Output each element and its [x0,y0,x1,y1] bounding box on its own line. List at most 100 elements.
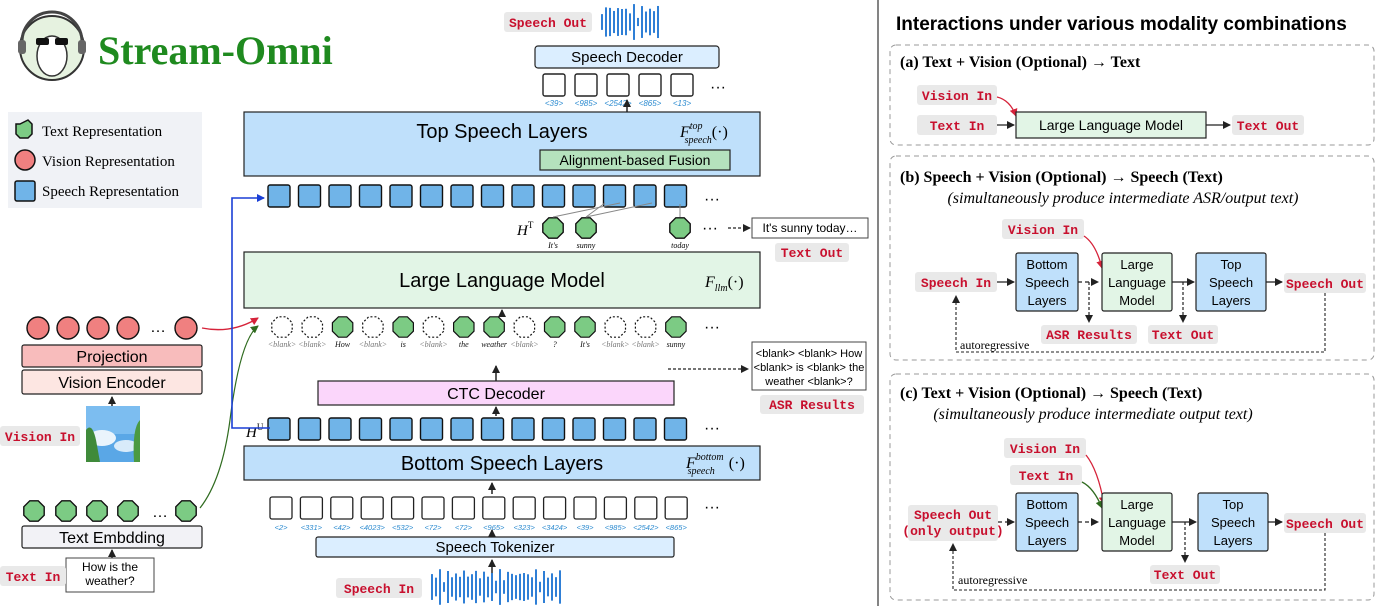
speech-square [511,417,535,441]
text-embedding-label: Text Embdding [59,530,165,547]
decoder-token-box [542,73,566,97]
waveform-input-icon [431,569,561,605]
pa-llm-label: Large Language Model [1039,117,1183,133]
speech-token-label: <532> [392,523,414,532]
vision-circle [86,316,110,340]
projection-label: Projection [76,349,147,366]
speech-tokenizer-label: Speech Tokenizer [436,539,555,556]
text-out-tag-bg [775,243,849,262]
speech-square [602,184,627,208]
speech-square [389,417,413,441]
vision-circle [174,316,198,340]
ht-word-label: sunny [577,241,596,250]
skip-connection-arrow [231,194,270,429]
legend-speech: Speech Representation [14,180,180,202]
decoder-token-label: <2542> [604,99,631,108]
pc-text-tag-bg [1010,465,1082,485]
legend-label-speech: Speech Representation [42,184,180,200]
panel-a-heading: (a) Text + Vision (Optional) → Text [900,54,1141,71]
top-speech-layers-label: Top Speech Layers [416,121,587,143]
upper-row-ellipsis: ··· [704,191,720,208]
speech-square [297,184,322,208]
speech-token-row: <2><331><42><4023><532><72><72><965><323… [269,496,688,532]
hu-label: HU [245,422,264,441]
asr-tag-bg [760,395,864,414]
speech-tokenizer-box [315,536,675,558]
alignment-fusion-box [539,149,731,171]
llm-formula: Fllm(·) [704,274,744,294]
pb-speechout-tag-bg [1284,273,1366,293]
text-octagon [453,316,475,338]
pb-vision-tag-bg [1002,219,1084,239]
speech-square [480,184,505,208]
decoder-token-box [574,73,598,97]
decoder-token-label: <865> [639,99,662,108]
right-title: Interactions under various modality comb… [896,14,1347,35]
speech-token-label: <323> [514,523,536,532]
blank-token [604,316,627,338]
text-octagon [331,316,354,338]
speech-square [297,417,322,441]
pc-vision-tag-bg [1004,438,1086,458]
pa-text-out: Text Out [1237,119,1299,134]
pa-text-tag-bg [917,115,997,135]
text-octagon [23,500,45,522]
legend-label-text: Text Representation [42,124,163,140]
decoder-token-box [638,73,662,97]
sky-image [86,406,140,462]
speech-token-label: <72> [455,523,473,532]
ht-label: HT [516,220,534,239]
asr-results-tag: ASR Results [769,398,855,413]
pc-autoregressive-label: autoregressive [958,573,1027,587]
speech-token-box [269,496,293,520]
link-its [552,202,621,218]
legend-vision: Vision Representation [14,149,175,171]
pa-text-in: Text In [930,119,985,134]
text-octagon [669,217,691,239]
text-octagon [55,500,77,522]
ctc-token-label: <blank> [631,340,660,349]
text-octagon [665,316,687,338]
pb-speech-in: Speech In [921,276,991,291]
text-octagon [392,316,414,338]
ctc-row-ellipsis: ··· [704,319,720,336]
ctc-token-label: the [459,340,469,349]
text-embedding-box [21,525,203,549]
speech-token-box [542,496,567,520]
link-sunny-b [585,202,653,218]
text-to-llm-arrow [199,325,259,509]
text-in-tag: Text In [6,570,61,585]
token-row-ellipsis: ··· [704,499,720,516]
speech-square [419,417,444,441]
ht-word-label: today [671,241,689,250]
speech-token-label: <2> [275,523,289,532]
pc-speech-out: Speech Out [1286,517,1364,532]
pc-text-in: Text In [1019,469,1074,484]
blank-token [634,316,657,338]
speech-in-tag-bg [336,578,422,598]
text-octagon [574,316,596,338]
ctc-token-label: <blank> [510,340,539,349]
speech-token-label: <965> [483,523,505,532]
decoder-token-box [606,73,630,97]
decoder-token-box [670,73,694,97]
panel-c-heading: (c) Text + Vision (Optional) → Speech (T… [900,385,1202,402]
speech-square [633,184,657,208]
panel-b [889,155,1375,361]
ctc-token-label: <blank> [419,340,448,349]
ctc-token-label: <blank> [359,340,388,349]
llm-label: Large Language Model [399,270,605,292]
text-octagon [543,316,566,338]
speech-decoder-box [534,45,720,69]
speech-token-label: <331> [301,523,323,532]
pb-autoregressive-label: autoregressive [960,338,1029,352]
pb-vision-in: Vision In [1008,223,1078,238]
pb-vision-arrow [1083,235,1105,269]
ctc-token-label: is [401,340,406,349]
text-out-tag: Text Out [781,246,843,261]
